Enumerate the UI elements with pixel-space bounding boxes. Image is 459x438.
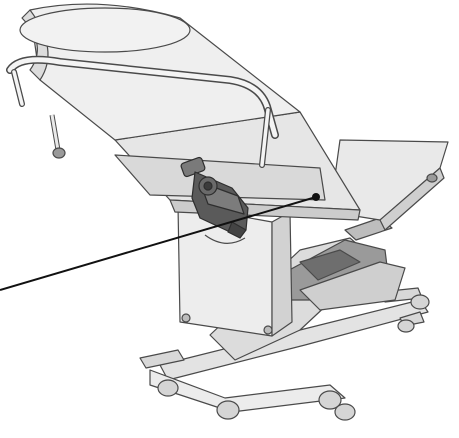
column-housing — [177, 204, 293, 337]
castor-wheel — [318, 390, 342, 410]
side-rail — [6, 55, 279, 168]
castor-wheel — [334, 403, 356, 421]
castor-wheels — [157, 294, 430, 421]
castor-wheel — [410, 294, 430, 310]
callout-leader — [0, 193, 320, 291]
rest-legs — [49, 114, 438, 183]
castor-wheel — [397, 319, 415, 333]
castor-wheel — [216, 400, 240, 420]
castor-wheel — [157, 379, 179, 397]
actuator-motor — [180, 156, 249, 239]
callout-dot — [312, 193, 320, 201]
couch-top — [19, 3, 449, 231]
